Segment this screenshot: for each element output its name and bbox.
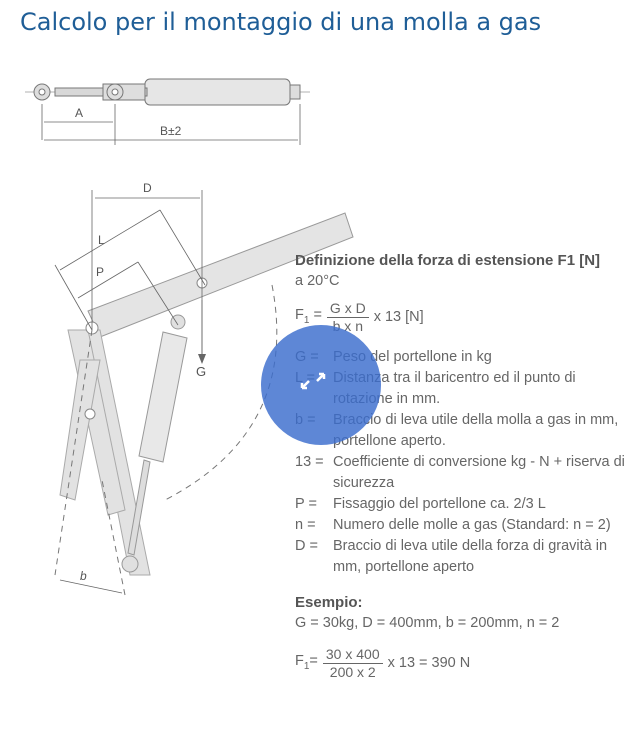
example-eq: = <box>309 652 318 669</box>
label-A: A <box>75 106 83 120</box>
gas-spring <box>121 314 188 573</box>
example-rest: x 13 = 390 N <box>387 655 471 671</box>
move-cursor-icon <box>300 372 326 390</box>
dimension-b <box>59 579 123 594</box>
page-title: Calcolo per il montaggio di una molla a … <box>20 8 542 36</box>
example-heading: Esempio: <box>295 594 363 611</box>
gas-spring-top-view <box>25 78 310 106</box>
example-section: Esempio: G = 30kg, D = 400mm, b = 200mm,… <box>295 592 625 681</box>
formula-eq: = <box>313 306 322 323</box>
label-L: L <box>98 233 105 247</box>
temperature-note: a 20°C <box>295 273 340 289</box>
force-formula: F1 = G x D b x n x 13 [N] <box>295 300 625 335</box>
example-fraction: 30 x 400 200 x 2 <box>322 646 383 681</box>
legend-item: P =Fissaggio del portellone ca. 2/3 L <box>295 496 546 512</box>
frame-bars <box>59 329 151 576</box>
example-lhs: F <box>295 652 304 669</box>
formula-numerator: G x D <box>326 300 369 318</box>
example-lhs-sub: 1 <box>303 660 310 672</box>
example-values: G = 30kg, D = 400mm, b = 200mm, n = 2 <box>295 615 560 631</box>
formula-lhs: F <box>295 306 304 323</box>
example-formula: F1= 30 x 400 200 x 2 x 13 = 390 N <box>295 646 625 681</box>
legend-item: n =Numero delle molle a gas (Standard: n… <box>295 517 611 533</box>
label-D: D <box>143 181 152 195</box>
dimension-L <box>59 209 161 271</box>
definition-section: Definizione della forza di estensione F1… <box>295 250 625 681</box>
example-numerator: 30 x 400 <box>322 646 383 664</box>
legend-item: 13 =Coefficiente di conversione kg - N +… <box>295 454 625 491</box>
label-B: B±2 <box>160 124 182 138</box>
label-G: G <box>196 364 206 379</box>
dimension-P <box>77 261 139 299</box>
legend-item: D =Braccio di leva utile della forza di … <box>295 538 608 575</box>
formula-rest: x 13 [N] <box>373 309 424 325</box>
definition-heading: Definizione della forza di estensione F1… <box>295 252 601 269</box>
label-P: P <box>96 265 104 279</box>
label-b: b <box>80 569 87 583</box>
cursor-highlight <box>261 325 381 445</box>
example-denominator: 200 x 2 <box>329 664 376 680</box>
formula-fraction: G x D b x n <box>326 300 369 335</box>
formula-lhs-sub: 1 <box>303 314 310 326</box>
